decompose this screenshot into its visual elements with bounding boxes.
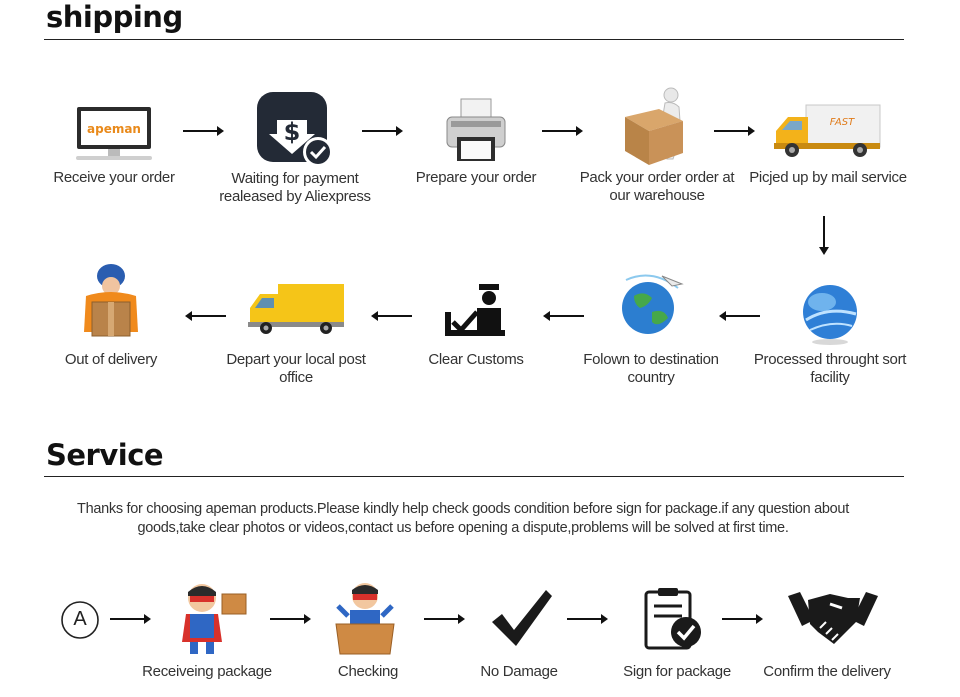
circled-a-letter: A	[73, 608, 87, 630]
person-carrying-box-icon	[625, 87, 683, 165]
step-caption: Waiting for payment realeased by Aliexpr…	[219, 170, 371, 205]
arrow-left-icon	[185, 311, 226, 321]
fast-van-text: FAST	[830, 117, 855, 128]
checkmark-icon	[492, 590, 552, 646]
arrow-right-icon	[183, 126, 224, 136]
step-caption: Depart your local post office	[226, 351, 366, 386]
arrow-down-icon	[819, 216, 829, 255]
payment-check-icon: $	[257, 92, 333, 167]
yellow-truck-icon	[248, 284, 344, 334]
globe-airplane-icon	[622, 274, 684, 334]
step-caption: Pack your order order at our warehouse	[579, 169, 735, 204]
service-step-caption: Receiveing package	[142, 663, 272, 680]
arrow-left-icon	[371, 311, 412, 321]
step-caption: Out of delivery	[64, 351, 158, 368]
arrow-left-icon	[719, 311, 760, 321]
monitor-apeman-icon: apeman	[76, 107, 152, 160]
step-caption: Clear Customs	[428, 351, 524, 368]
service-note: Thanks for choosing apeman products.Plea…	[77, 501, 849, 536]
service-step-caption: No Damage	[480, 663, 558, 680]
arrow-right-icon	[567, 614, 608, 624]
globe-blue-icon	[803, 285, 857, 345]
start-marker: A	[60, 600, 99, 639]
step-caption: Folown to destination country	[583, 351, 719, 386]
service-step-caption: Checking	[337, 663, 399, 680]
circled-a-icon	[61, 601, 99, 639]
arrow-right-icon	[424, 614, 465, 624]
arrow-right-icon	[722, 614, 763, 624]
svg-text:$: $	[284, 118, 301, 146]
courier-with-box-icon	[84, 264, 138, 337]
handshake-icon	[788, 592, 878, 644]
arrow-right-icon	[714, 126, 755, 136]
arrow-right-icon	[270, 614, 311, 624]
step-caption: Picjed up by mail service	[749, 169, 907, 186]
superhero-in-box-icon	[335, 583, 395, 655]
arrow-left-icon	[543, 311, 584, 321]
service-divider	[44, 476, 904, 477]
step-caption: Prepare your order	[415, 169, 537, 186]
shipping-heading: shipping	[46, 0, 183, 34]
superhero-holding-box-icon	[182, 584, 247, 654]
service-step-caption: Sign for package	[623, 663, 731, 680]
step-caption: Processed throught sort facility	[753, 351, 907, 386]
clipboard-check-icon	[644, 588, 701, 650]
service-heading: Service	[46, 438, 164, 472]
arrow-right-icon	[542, 126, 583, 136]
customs-officer-icon	[445, 284, 505, 336]
delivery-van-icon: FAST	[774, 104, 881, 157]
apeman-screen-logo: apeman	[87, 122, 141, 136]
service-step-caption: Confirm the delivery	[763, 663, 891, 680]
shipping-divider	[44, 39, 904, 40]
printer-icon	[446, 98, 506, 161]
step-caption: Receive your order	[53, 169, 175, 186]
arrow-right-icon	[110, 614, 151, 624]
arrow-right-icon	[362, 126, 403, 136]
